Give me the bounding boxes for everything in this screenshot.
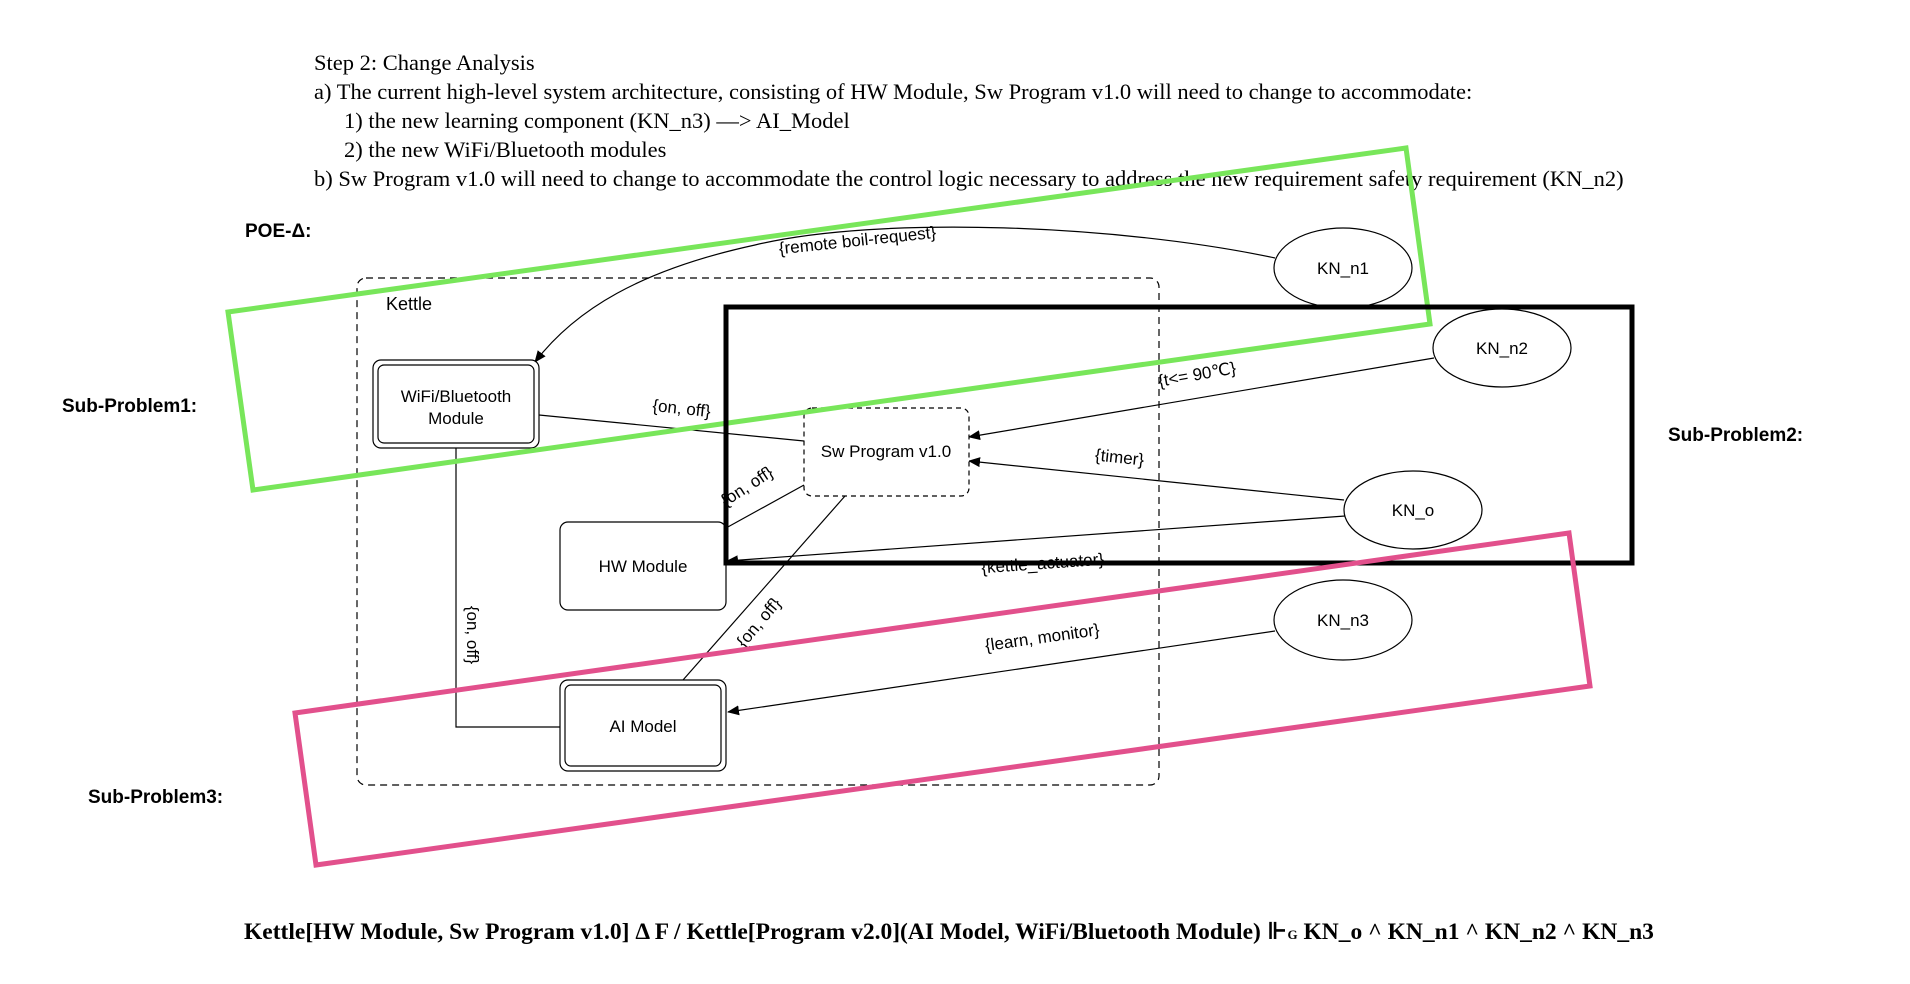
paragraph-a: a) The current high-level system archite…: [314, 79, 1473, 104]
formula-subscript: G: [1287, 927, 1298, 942]
sub-problem1-frame: [225, 145, 1433, 493]
wifi-sw-label: {on, off}: [652, 396, 712, 421]
kettle-domain-label: Kettle: [386, 294, 432, 314]
kn-n3-requirement: KN_n3: [1273, 579, 1413, 661]
temperature-arrow: [968, 357, 1435, 441]
learn-monitor-label: {learn, monitor}: [984, 620, 1101, 655]
wifi-ai-label: {on, off}: [463, 606, 482, 665]
sub-problem3-label: Sub-Problem3:: [88, 787, 224, 808]
wifi-sw-connection: [538, 414, 805, 442]
wifi-module-label-line1: WiFi/Bluetooth: [401, 387, 512, 406]
kettle-actuator-arrow: [726, 515, 1346, 566]
paragraph-b: b) Sw Program v1.0 will need to change t…: [314, 166, 1624, 191]
paragraph-a-item-2: 2) the new WiFi/Bluetooth modules: [344, 137, 667, 162]
timer-label: {timer}: [1094, 446, 1145, 470]
sub-problem1-label: Sub-Problem1:: [62, 396, 198, 417]
change-analysis-text: Step 2: Change Analysis a) The current h…: [314, 48, 1624, 193]
wifi-ai-connection: [455, 415, 560, 728]
wifi-module-label-line2: Module: [428, 409, 484, 428]
kn-n2-requirement: KN_n2: [1432, 308, 1572, 388]
kettle-domain-box: [356, 277, 1160, 786]
sw-ai-label: {on, off}: [733, 594, 785, 651]
ai-model-label: AI Model: [609, 717, 676, 736]
learn-monitor-arrow: [727, 630, 1276, 716]
kn-o-requirement: KN_o: [1343, 470, 1483, 550]
hw-sw-connection: [725, 484, 805, 529]
paragraph-a-item-1: 1) the new learning component (KN_n3) —>…: [344, 108, 850, 133]
kn-o-label: KN_o: [1392, 501, 1435, 520]
kn-n1-requirement: KN_n1: [1273, 227, 1413, 309]
formula-tail: KN_o ^ KN_n1 ^ KN_n2 ^ KN_n3: [1297, 919, 1654, 945]
poe-formula: Kettle[HW Module, Sw Program v1.0] Δ F /…: [244, 917, 1654, 946]
hw-module-label: HW Module: [599, 557, 688, 576]
hw-module-node: HW Module: [559, 521, 727, 611]
ai-model-node: AI Model: [559, 679, 727, 772]
formula-main: Kettle[HW Module, Sw Program v1.0] Δ F /…: [244, 919, 1288, 945]
step-heading: Step 2: Change Analysis: [314, 50, 535, 75]
sub-problem3-frame: [292, 530, 1593, 868]
poe-delta-label: POE-Δ:: [245, 221, 312, 242]
sw-ai-connection: [682, 495, 846, 681]
timer-arrow: [968, 457, 1345, 501]
wifi-bluetooth-module-node: WiFi/Bluetooth Module: [372, 359, 540, 449]
kn-n2-label: KN_n2: [1476, 339, 1528, 358]
kn-n3-label: KN_n3: [1317, 611, 1369, 630]
sw-program-label: Sw Program v1.0: [821, 442, 951, 461]
remote-request-arrow: [534, 226, 1276, 363]
kn-n1-label: KN_n1: [1317, 259, 1369, 278]
sub-problem2-label: Sub-Problem2:: [1668, 425, 1804, 446]
remote-request-label: {remote boil-request}: [778, 223, 937, 258]
sub-problem2-frame: [723, 304, 1635, 566]
sw-program-node: Sw Program v1.0: [803, 407, 970, 497]
